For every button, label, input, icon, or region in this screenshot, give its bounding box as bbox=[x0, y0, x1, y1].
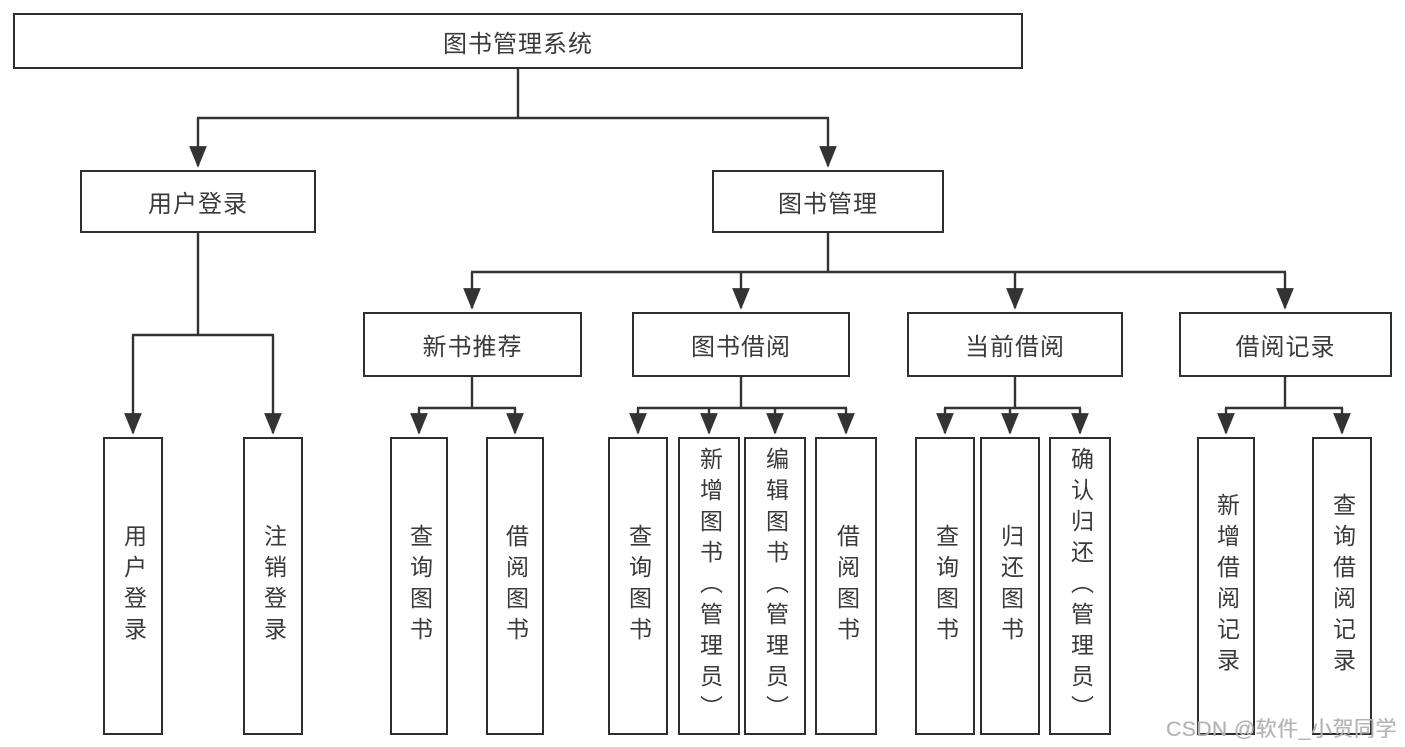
leaf-logout: 注销登录 bbox=[243, 437, 303, 735]
leaf-query-books-borrow: 查询图书 bbox=[608, 437, 668, 735]
node-new-book-recommend-label: 新书推荐 bbox=[422, 334, 523, 361]
node-book-management-label: 图书管理 bbox=[778, 191, 878, 218]
node-book-borrow: 图书借阅 bbox=[632, 312, 850, 377]
leaf-borrow-books-recommend: 借阅图书 bbox=[486, 437, 544, 735]
leaf-edit-books-admin: 编辑图书（管理员） bbox=[744, 437, 806, 735]
leaf-user-login-label: 用户登录 bbox=[120, 524, 147, 648]
leaf-logout-label: 注销登录 bbox=[260, 524, 287, 648]
node-new-book-recommend: 新书推荐 bbox=[363, 312, 582, 377]
leaf-borrow-books: 借阅图书 bbox=[815, 437, 877, 735]
leaf-query-books-recommend: 查询图书 bbox=[390, 437, 448, 735]
leaf-borrow-books-recommend-label: 借阅图书 bbox=[502, 524, 529, 648]
leaf-query-books-borrow-label: 查询图书 bbox=[625, 524, 652, 648]
leaf-add-books-admin-label: 新增图书（管理员） bbox=[696, 446, 723, 726]
node-book-borrow-label: 图书借阅 bbox=[691, 334, 791, 361]
leaf-query-books-current-label: 查询图书 bbox=[932, 524, 959, 648]
leaf-query-books-recommend-label: 查询图书 bbox=[406, 524, 433, 648]
leaf-add-books-admin: 新增图书（管理员） bbox=[678, 437, 740, 735]
leaf-query-books-current: 查询图书 bbox=[915, 437, 975, 735]
leaf-edit-books-admin-label: 编辑图书（管理员） bbox=[762, 446, 789, 726]
leaf-borrow-books-label: 借阅图书 bbox=[833, 524, 860, 648]
leaf-return-books: 归还图书 bbox=[980, 437, 1040, 735]
node-book-management: 图书管理 bbox=[712, 170, 944, 233]
node-current-borrow-label: 当前借阅 bbox=[965, 334, 1065, 361]
csdn-watermark: CSDN @软件_小贺同学 bbox=[1166, 718, 1397, 741]
node-user-login: 用户登录 bbox=[80, 170, 316, 233]
node-current-borrow: 当前借阅 bbox=[907, 312, 1123, 377]
leaf-confirm-return-admin: 确认归还（管理员） bbox=[1049, 437, 1111, 735]
leaf-query-borrow-record: 查询借阅记录 bbox=[1312, 437, 1372, 735]
node-root: 图书管理系统 bbox=[13, 13, 1023, 69]
leaf-add-borrow-record-label: 新增借阅记录 bbox=[1213, 493, 1240, 679]
node-borrow-records: 借阅记录 bbox=[1179, 312, 1392, 377]
leaf-add-borrow-record: 新增借阅记录 bbox=[1197, 437, 1255, 735]
node-root-label: 图书管理系统 bbox=[443, 30, 593, 58]
leaf-confirm-return-admin-label: 确认归还（管理员） bbox=[1067, 446, 1094, 726]
leaf-return-books-label: 归还图书 bbox=[997, 524, 1024, 648]
leaf-query-borrow-record-label: 查询借阅记录 bbox=[1329, 493, 1356, 679]
node-user-login-label: 用户登录 bbox=[148, 191, 248, 218]
node-borrow-records-label: 借阅记录 bbox=[1235, 334, 1336, 361]
leaf-user-login: 用户登录 bbox=[103, 437, 163, 735]
